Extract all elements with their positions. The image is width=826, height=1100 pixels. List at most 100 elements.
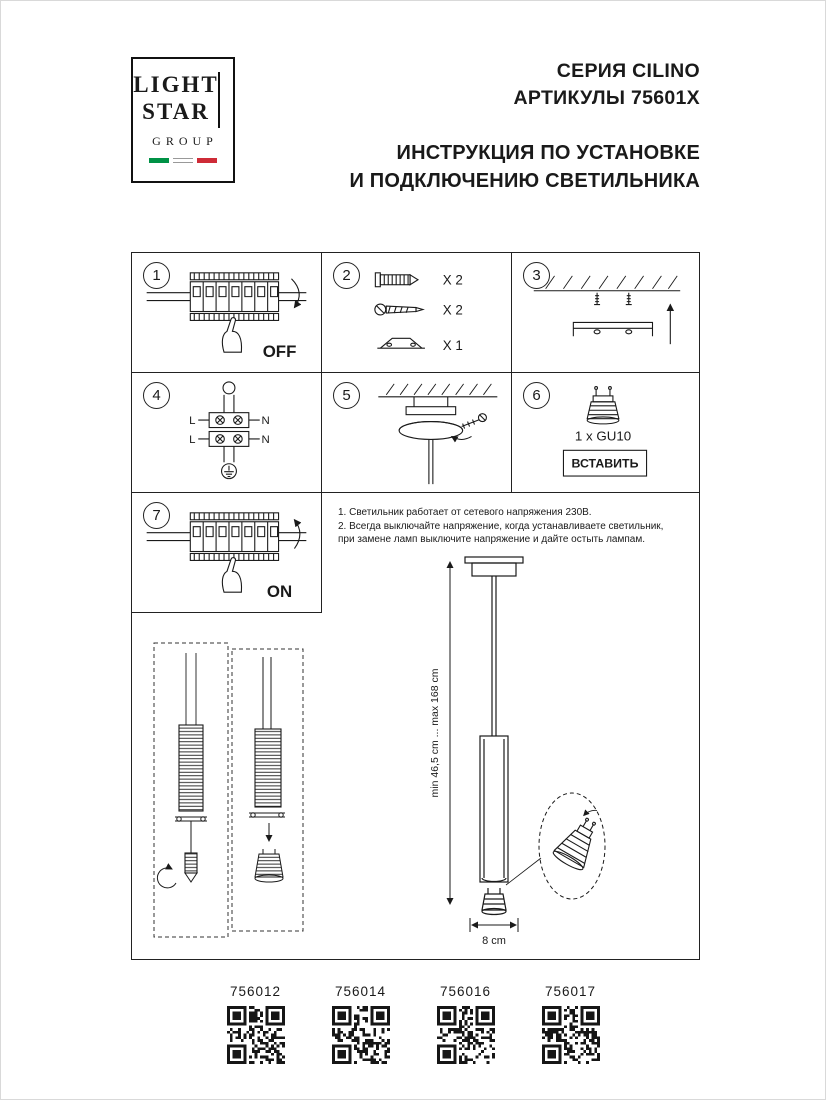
wiring-terminal-illustration: L N L N <box>189 381 270 480</box>
ceiling-hook <box>222 381 236 395</box>
fixture-wires <box>223 446 235 463</box>
flag-green-stripe <box>149 158 169 163</box>
insert-label: ВСТАВИТЬ <box>571 457 638 471</box>
series-header: СЕРИЯ CILINO АРТИКУЛЫ 75601X <box>514 58 700 112</box>
breaker-off-illustration: OFF <box>146 272 307 361</box>
series-title: СЕРИЯ CILINO <box>556 60 700 82</box>
n-top-label: N <box>262 415 270 427</box>
lightstar-logo: LIGHT STAR GROUP <box>131 57 235 183</box>
l-bottom-label: L <box>189 434 195 446</box>
bracket-on-ceiling <box>405 396 457 416</box>
article-item: 756016 <box>436 984 496 1064</box>
on-label: ON <box>267 582 292 601</box>
step-3-badge: 3 <box>523 262 550 289</box>
safety-notes: 1. Светильник работает от сетевого напря… <box>338 506 690 547</box>
article-code: 756012 <box>229 984 282 999</box>
article-item: 756014 <box>331 984 391 1064</box>
anchor-screws <box>594 292 632 306</box>
bracket-clip-icon <box>377 337 425 349</box>
clip-qty-label: X 1 <box>443 338 463 353</box>
logo-word-group: GROUP <box>152 134 218 148</box>
terminal-block <box>208 412 250 447</box>
qr-code <box>436 1006 495 1064</box>
step-1-cell: 1 OFF <box>132 253 322 373</box>
off-label: OFF <box>263 342 297 361</box>
flag-white-stripe <box>173 158 193 163</box>
insert-label-box <box>562 449 648 477</box>
step-7-badge: 7 <box>143 502 170 529</box>
step-6-cell: 6 1 x GU10 ВСТАВИТЬ <box>512 373 699 493</box>
step-4-badge: 4 <box>143 382 170 409</box>
step-2-badge: 2 <box>333 262 360 289</box>
title-line-1: ИНСТРУКЦИЯ ПО УСТАНОВКЕ <box>396 142 700 164</box>
step-5-badge: 5 <box>333 382 360 409</box>
gu10-bulb-icon <box>586 386 620 425</box>
note-line-1: 1. Светильник работает от сетевого напря… <box>338 507 592 518</box>
anchor-qty-label: X 2 <box>443 273 463 288</box>
rotate-arrow <box>156 863 177 889</box>
italian-flag-icon <box>133 158 233 163</box>
mounting-variant-a <box>153 642 229 938</box>
mounting-bracket-icon <box>572 321 654 337</box>
ground-symbol <box>220 463 237 480</box>
canopy <box>471 562 517 577</box>
wall-anchor-icon <box>374 272 420 288</box>
step-5-cell: 5 <box>322 373 512 493</box>
note-line-3: при замене ламп выключите напряжение и д… <box>338 534 645 545</box>
width-dimension-label: 8 cm <box>482 935 506 947</box>
ceiling-plate <box>464 556 524 564</box>
step-2-cell: 2 <box>322 253 512 373</box>
article-code: 756017 <box>544 984 597 999</box>
qr-code <box>226 1006 285 1064</box>
mounting-variant-b <box>231 648 304 932</box>
lamp-insert-illustration: 1 x GU10 ВСТАВИТЬ <box>562 386 648 477</box>
document-title: ИНСТРУКЦИЯ ПО УСТАНОВКЕ И ПОДКЛЮЧЕНИЮ СВ… <box>349 139 700 195</box>
screw-icon <box>374 303 425 316</box>
ceiling-hatch <box>545 275 678 290</box>
fasteners-illustration: X 2 X 2 X 1 <box>374 272 463 353</box>
hand-icon <box>221 317 243 353</box>
logo-word-star: STAR <box>142 99 210 124</box>
article-item: 756012 <box>226 984 286 1064</box>
qr-code <box>541 1006 600 1064</box>
lamp-type-label: 1 x GU10 <box>575 428 631 443</box>
article-code: 756016 <box>439 984 492 999</box>
ceiling-hatch <box>385 383 492 396</box>
logo-divider <box>218 72 220 128</box>
height-dimension-label: min 46,5 cm ... max 168 cm <box>429 668 441 797</box>
article-code: 756014 <box>334 984 387 999</box>
step-7-cell: 7 ON <box>132 493 322 613</box>
lamp-detail-bubble <box>505 792 606 900</box>
article-item: 756017 <box>541 984 601 1064</box>
width-dimension <box>469 918 519 932</box>
step-6-badge: 6 <box>523 382 550 409</box>
insert-arrow <box>583 809 598 817</box>
pendant-lamp-drawing <box>464 556 524 916</box>
canopy-mounting-illustration <box>378 383 498 485</box>
step-1-badge: 1 <box>143 262 170 289</box>
flag-red-stripe <box>197 158 217 163</box>
article-qr-row: 756012 756014 756016 756017 <box>0 984 826 1064</box>
step-4-cell: 4 <box>132 373 322 493</box>
supply-wires <box>223 394 235 413</box>
gu10-bulb-icon <box>481 888 507 916</box>
step-3-cell: 3 <box>512 253 699 373</box>
title-line-2: И ПОДКЛЮЧЕНИЮ СВЕТИЛЬНИКА <box>349 170 700 192</box>
instruction-grid: 1 OFF 2 <box>131 252 700 960</box>
n-bottom-label: N <box>262 434 270 446</box>
side-screw <box>450 413 487 443</box>
l-top-label: L <box>189 415 195 427</box>
pendant-overview-drawing: min 46,5 cm ... max 168 cm 8 cm <box>153 556 606 947</box>
gu10-spot-detail <box>552 809 598 871</box>
note-line-2: 2. Всегда выключайте напряжение, когда у… <box>338 520 664 532</box>
articles-title: АРТИКУЛЫ 75601X <box>513 87 700 109</box>
breaker-on-illustration: ON <box>146 512 307 601</box>
gu10-bulb-icon <box>254 849 284 883</box>
pendant-rod <box>428 439 434 485</box>
screw-qty-label: X 2 <box>443 302 463 317</box>
logo-word-light: LIGHT <box>133 72 219 97</box>
ceiling-bracket-illustration <box>533 275 681 345</box>
qr-code <box>331 1006 390 1064</box>
canopy-disc <box>398 421 464 440</box>
